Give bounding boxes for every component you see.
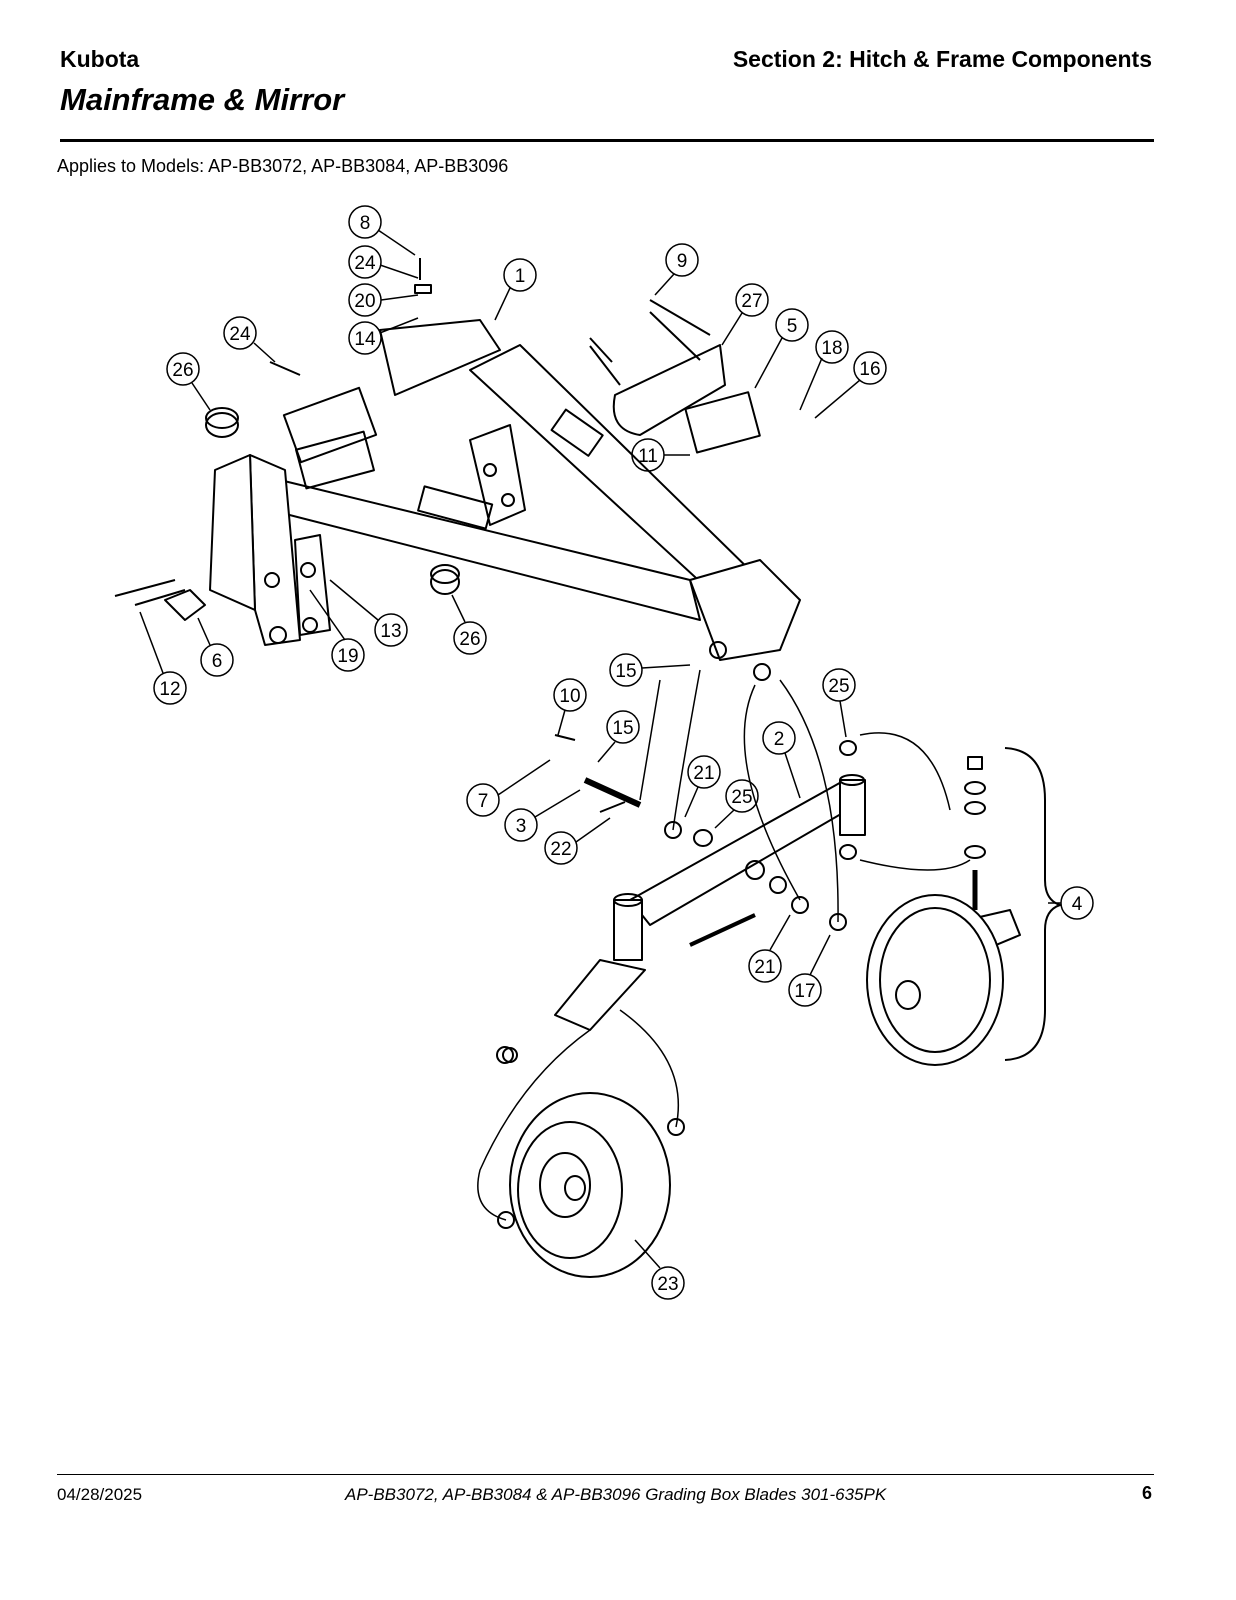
- mirror-housing: [612, 344, 726, 436]
- callout-label: 1: [515, 266, 526, 287]
- callout-label: 7: [478, 791, 489, 812]
- header-rule: [60, 139, 1154, 142]
- pin-shaft: [583, 777, 642, 808]
- bushing-bottom: [430, 569, 460, 595]
- callout-label: 10: [559, 686, 580, 707]
- callout-label: 12: [159, 679, 180, 700]
- callout-label: 25: [731, 787, 752, 808]
- callout-label: 2: [774, 729, 785, 750]
- callout-label: 6: [212, 651, 223, 672]
- page-title: Mainframe & Mirror: [60, 82, 345, 117]
- section-title: Section 2: Hitch & Frame Components: [732, 46, 1152, 72]
- mirror-bracket: [684, 391, 761, 454]
- callout-label: 21: [754, 957, 775, 978]
- callout-label: 16: [859, 359, 880, 380]
- callout-label: 3: [516, 816, 527, 837]
- callout-label: 26: [459, 629, 480, 650]
- callout-label: 15: [615, 661, 636, 682]
- tread-plate-3: [417, 485, 494, 530]
- callout-label: 27: [741, 291, 762, 312]
- brand-name: Kubota: [60, 46, 140, 72]
- callout-label: 8: [360, 213, 371, 234]
- callout-label: 25: [828, 676, 849, 697]
- footer-rule: [57, 1474, 1154, 1475]
- callout-label: 18: [821, 338, 842, 359]
- callout-label: 24: [354, 253, 376, 274]
- callout-label: 11: [638, 446, 658, 467]
- callout-label: 21: [693, 763, 714, 784]
- axle-arm-left: [554, 959, 646, 1031]
- axle-pivot-tube: [613, 899, 643, 961]
- top-crossbar: [379, 319, 501, 396]
- callout-label: 24: [229, 324, 251, 345]
- callout-label: 22: [550, 839, 571, 860]
- hitch-plate-front: [209, 454, 256, 611]
- callout-label: 19: [337, 646, 358, 667]
- callout-label: 14: [354, 329, 376, 350]
- tread-plate-2: [295, 430, 375, 490]
- page-number: 6: [1141, 1483, 1152, 1503]
- tread-plate-4: [550, 408, 604, 457]
- footer-doc-title: AP-BB3072, AP-BB3084 & AP-BB3096 Grading…: [345, 1485, 887, 1504]
- callout-label: 23: [657, 1274, 678, 1295]
- callout-label: 5: [787, 316, 798, 337]
- side-plate-right: [469, 424, 526, 526]
- callout-label: 17: [794, 981, 815, 1002]
- callout-label: 9: [677, 251, 688, 272]
- callout-label: 13: [380, 621, 401, 642]
- bushing-top: [205, 412, 239, 438]
- footer-date: 04/28/2025: [57, 1485, 143, 1504]
- applies-to-models: Applies to Models: AP-BB3072, AP-BB3084,…: [57, 156, 509, 176]
- callout-label: 20: [354, 291, 375, 312]
- rear-mount-block: [689, 559, 801, 661]
- callout-label: 15: [612, 718, 633, 739]
- hitch-plate-mid: [294, 534, 331, 636]
- tread-plate-1: [282, 386, 378, 464]
- exploded-parts-diagram: 8 24 20 14 1 9 27 5 18 16 24 26 11 13 26…: [114, 205, 1094, 1300]
- handle-grip: [164, 589, 206, 621]
- axle-bolt: [689, 913, 756, 947]
- callout-label: 26: [172, 360, 193, 381]
- callout-label: 4: [1072, 894, 1083, 915]
- caster-tire: [866, 894, 1004, 1066]
